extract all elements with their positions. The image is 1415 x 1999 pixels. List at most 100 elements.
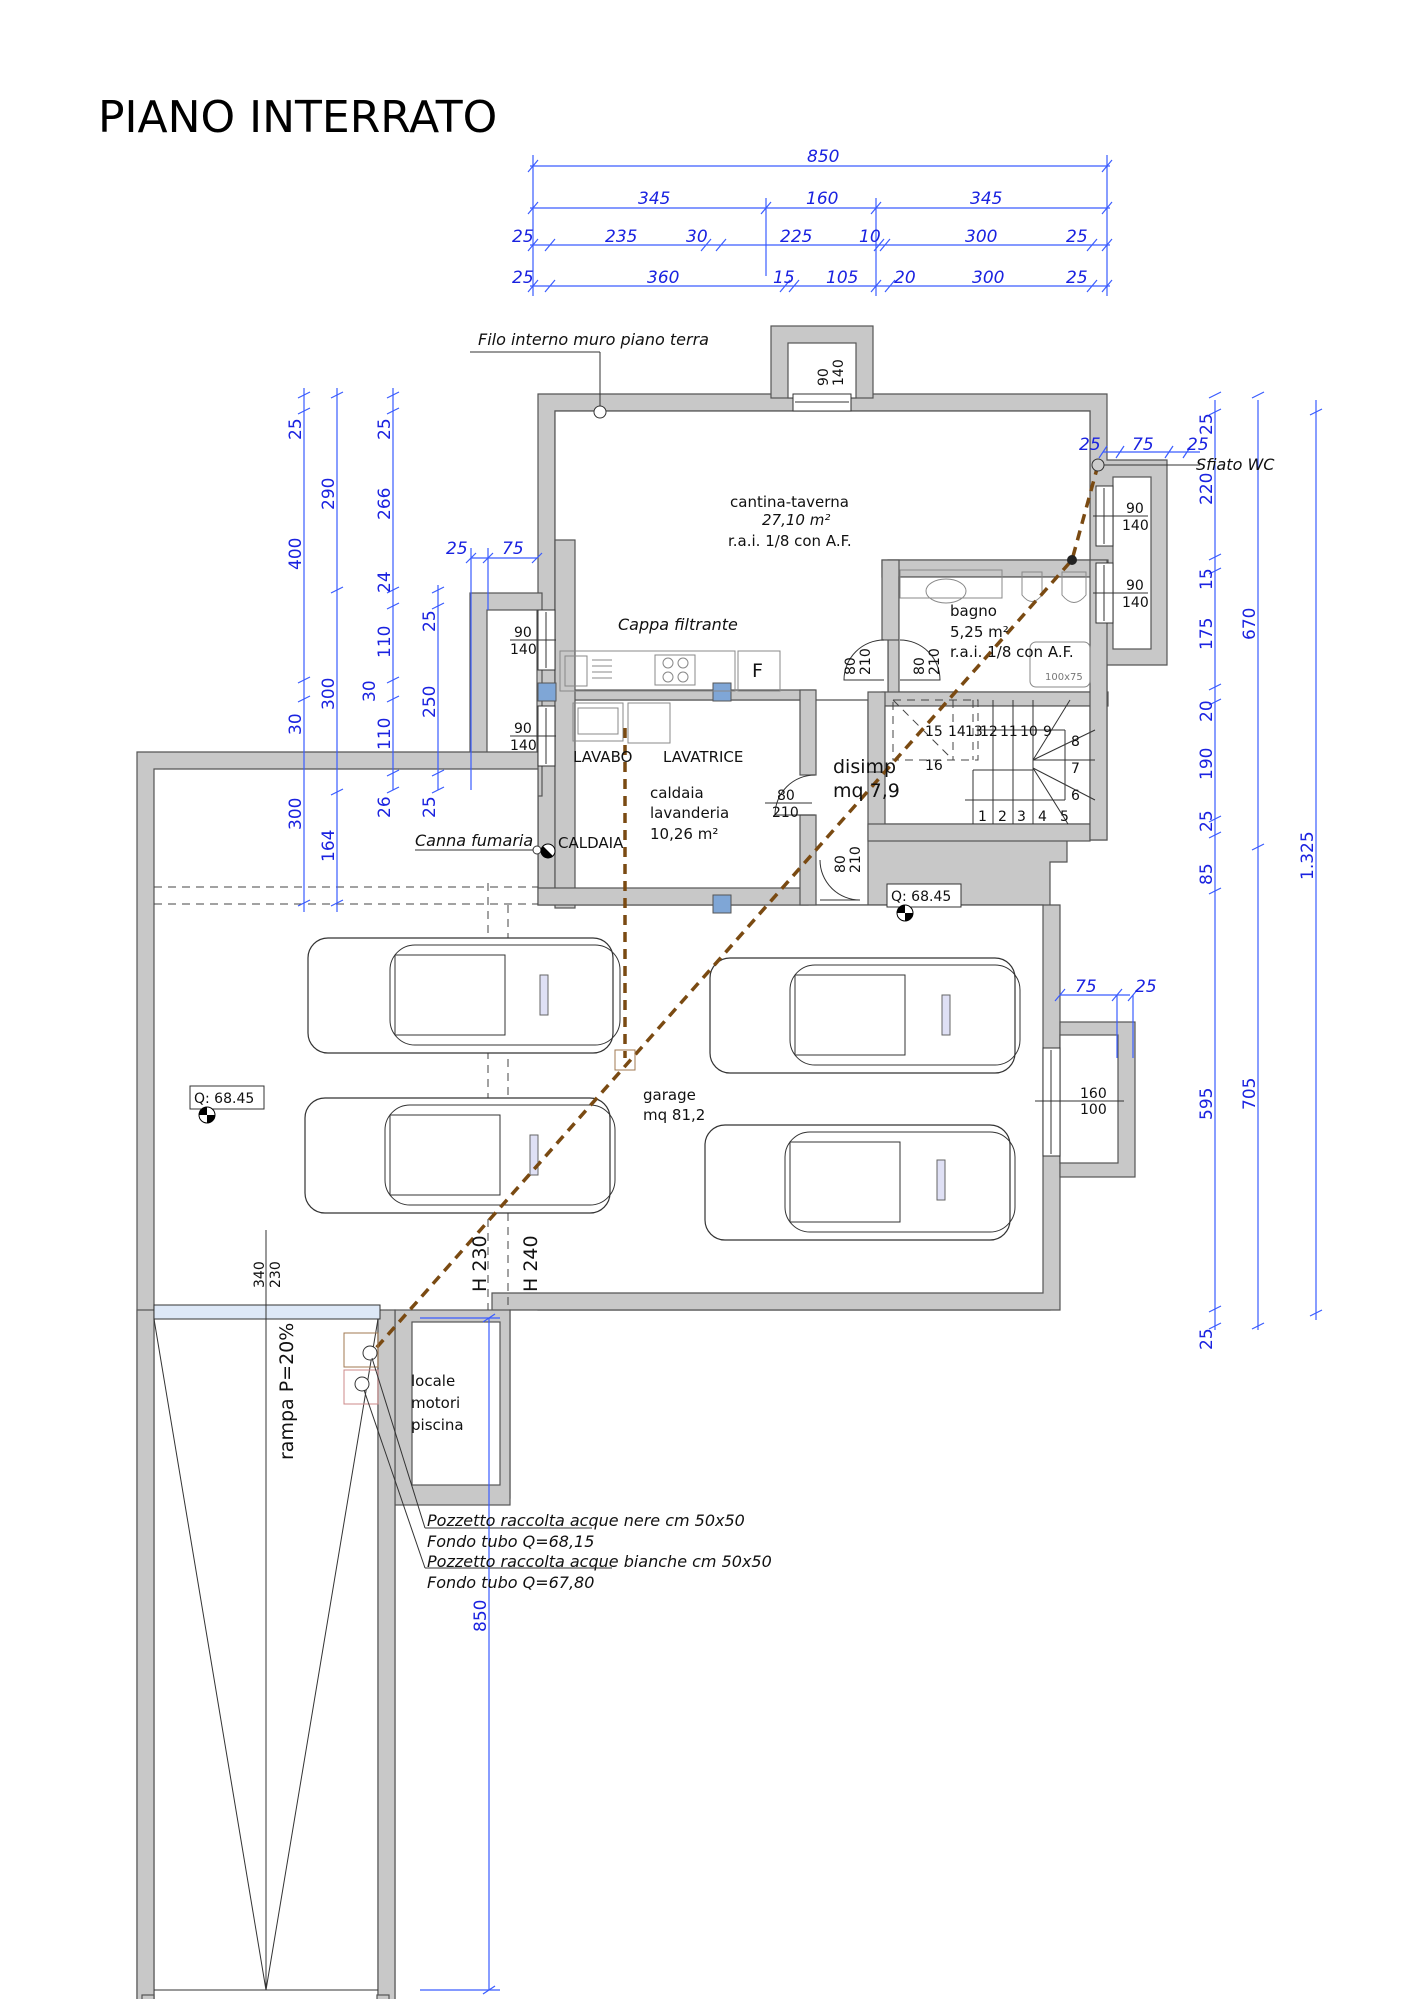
win-left2-h: 140	[510, 738, 537, 754]
dim-10: 10	[859, 227, 881, 247]
stair-7: 7	[1071, 761, 1080, 777]
dim-25: 25	[512, 268, 534, 288]
stair-2: 2	[998, 809, 1007, 825]
kitchen-fixtures: F	[559, 650, 781, 744]
pozzetto-bianche-label: Pozzetto raccolta acque bianche cm 50x50	[427, 1552, 772, 1571]
stair-10: 10	[1020, 724, 1038, 740]
garage-name: garage	[643, 1086, 696, 1104]
dim-r-h75: 75	[1132, 435, 1154, 455]
stair-5: 5	[1060, 809, 1069, 825]
dim-l-110b: 110	[375, 718, 395, 750]
dim-30: 30	[686, 227, 708, 247]
dim-r-25b: 25	[1197, 810, 1217, 832]
dim-160: 160	[806, 189, 838, 209]
dim-r-h25b: 25	[1187, 435, 1209, 455]
win-right1-h: 140	[1122, 518, 1149, 534]
garage-door	[153, 1230, 381, 1991]
h240-label: H 240	[520, 1235, 542, 1292]
lavabo-label: LAVABO	[573, 748, 632, 766]
dim-r-175: 175	[1197, 618, 1217, 650]
staircase: 15 14 13 12 11 10 9 8 7 6 5 4 3 2 1 16	[892, 699, 1096, 825]
bagno-rai: r.a.i. 1/8 con A.F.	[950, 643, 1074, 661]
dim-850: 850	[807, 147, 839, 167]
dim-l-25: 25	[286, 418, 306, 440]
dim-l-h25: 25	[446, 539, 468, 559]
dim-r-705: 705	[1240, 1078, 1260, 1110]
annotations: Filo interno muro piano terra Sfiato WC …	[252, 330, 1275, 1592]
room-labels: cantina-taverna 27,10 m² r.a.i. 1/8 con …	[411, 493, 1074, 1434]
dim-345-left: 345	[638, 189, 670, 209]
dim-225: 225	[780, 227, 812, 247]
stair-3: 3	[1017, 809, 1026, 825]
garage-area: mq 81,2	[643, 1106, 705, 1124]
dim-25: 25	[1066, 268, 1088, 288]
pozzetto-nere-label: Pozzetto raccolta acque nere cm 50x50	[427, 1511, 745, 1530]
door-caldaia-h: 210	[772, 805, 799, 821]
locale-1: locale	[411, 1372, 455, 1390]
dim-360: 360	[647, 268, 679, 288]
caldaia-name: caldaia	[650, 784, 704, 802]
stair-1: 1	[978, 809, 987, 825]
stair-14: 14	[948, 724, 966, 740]
dim-r-h25: 25	[1079, 435, 1101, 455]
locale-3: piscina	[411, 1416, 464, 1434]
cantina-area: 27,10 m²	[762, 511, 830, 529]
dim-25: 25	[512, 227, 534, 247]
dim-l-30b: 30	[360, 680, 380, 702]
dim-r-190: 190	[1197, 748, 1217, 780]
win-left1-w: 90	[514, 625, 532, 641]
dim-r-595: 595	[1197, 1088, 1217, 1120]
stair-11: 11	[1000, 724, 1018, 740]
dim-r-220: 220	[1197, 473, 1217, 505]
dim-r-15: 15	[1197, 568, 1217, 590]
stair-15: 15	[925, 724, 943, 740]
dim-r-m25: 25	[1135, 977, 1157, 997]
stair-4: 4	[1038, 809, 1047, 825]
right-dimensions: 25 75 25 75 25 25 220 15 175 20 190 25 8…	[1054, 391, 1323, 1350]
filo-interno-label: Filo interno muro piano terra	[478, 330, 709, 349]
dim-l-300: 300	[286, 798, 306, 830]
car-4	[704, 1124, 1016, 1241]
top-dimensions: 850 345 160 345 25 235 30 225 10 300 25 …	[512, 147, 1113, 296]
stair-6: 6	[1071, 788, 1080, 804]
dim-r-25: 25	[1197, 413, 1217, 435]
dim-l-250: 250	[420, 686, 440, 718]
car-3	[709, 957, 1021, 1074]
pillars	[141, 682, 732, 1999]
win-right2-w: 90	[1126, 578, 1144, 594]
garage-door-width: 340	[252, 1261, 268, 1288]
dim-l-266: 266	[375, 488, 395, 520]
door-garage-w: 80	[833, 855, 849, 873]
walls	[136, 325, 1168, 1999]
fondo-bianche-label: Fondo tubo Q=67,80	[427, 1573, 594, 1592]
door-bagno-w: 80	[912, 657, 928, 675]
dim-25: 25	[1066, 227, 1088, 247]
cars	[304, 937, 1021, 1241]
dim-l-h75: 75	[502, 539, 524, 559]
dim-300: 300	[965, 227, 997, 247]
doors	[774, 639, 941, 901]
door-garage-h: 210	[848, 846, 864, 873]
lavatrice-label: LAVATRICE	[663, 748, 743, 766]
level-garage-right: Q: 68.45	[891, 889, 951, 905]
stair-9: 9	[1043, 724, 1052, 740]
locale-2: motori	[411, 1394, 460, 1412]
car-2	[304, 1097, 616, 1214]
dim-l-400: 400	[286, 538, 306, 570]
dim-15: 15	[773, 268, 795, 288]
stair-13: 13	[965, 724, 983, 740]
left-dimensions: 25 400 30 300 290 300 164 25 266 24 110 …	[286, 388, 543, 912]
stair-8: 8	[1071, 734, 1080, 750]
dim-l-164: 164	[319, 830, 339, 862]
dim-235: 235	[605, 227, 637, 247]
dim-l-24: 24	[375, 571, 395, 593]
caldaia-name2: lavanderia	[650, 804, 729, 822]
sfiato-wc-label: Sfiato WC	[1196, 455, 1275, 474]
dim-r-m75: 75	[1075, 977, 1097, 997]
level-garage-left: Q: 68.45	[194, 1091, 254, 1107]
dim-b-850: 850	[471, 1600, 491, 1632]
disimp-area: mq 7,9	[833, 780, 900, 802]
dim-r-25c: 25	[1197, 1328, 1217, 1350]
fondo-nere-label: Fondo tubo Q=68,15	[427, 1532, 594, 1551]
caldaia-area: 10,26 m²	[650, 825, 718, 843]
